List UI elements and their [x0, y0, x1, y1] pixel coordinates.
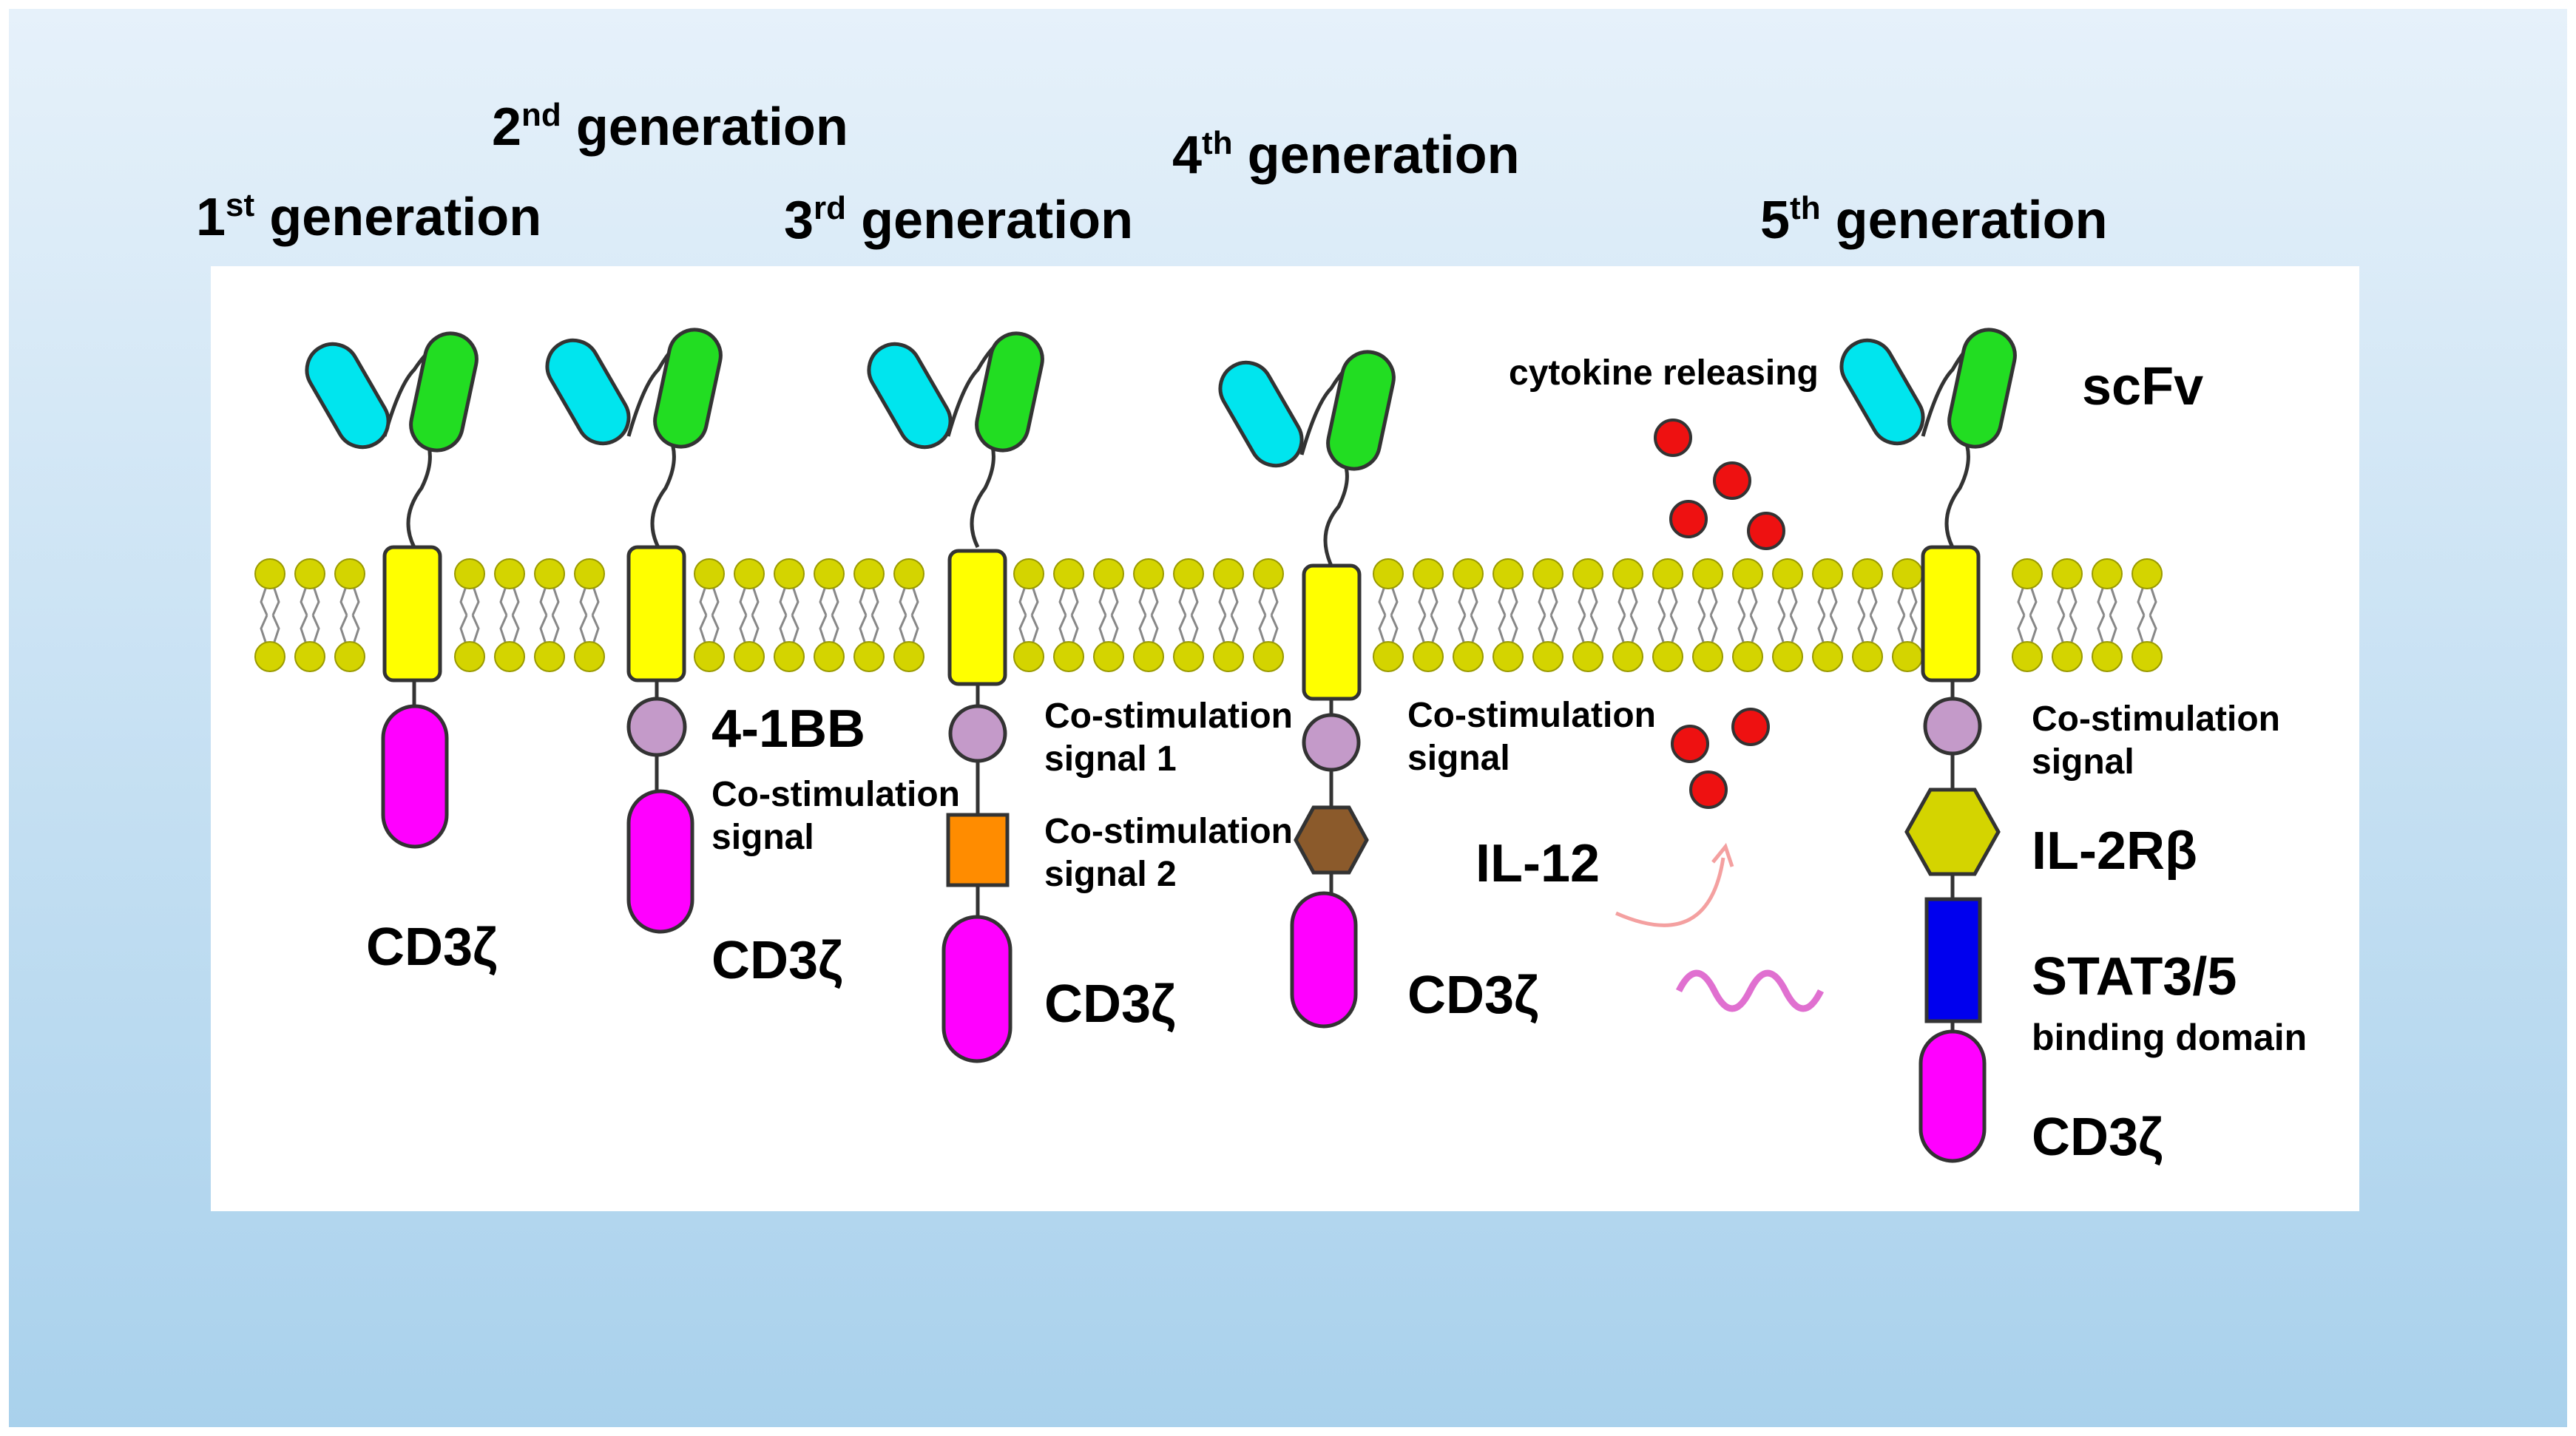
release-arrow — [1615, 857, 1725, 927]
cd3z-domain — [942, 915, 1013, 1063]
transmembrane-domain — [1921, 545, 1981, 683]
gen4-costim-label-1: Co-stimulation — [1407, 696, 1656, 735]
vh-domain — [1947, 328, 2017, 449]
release-arrowhead — [1711, 842, 1734, 867]
vl-domain — [1218, 360, 1304, 468]
costim-domain-1 — [948, 704, 1007, 763]
transmembrane-domain — [1302, 563, 1362, 701]
gen1-cd3z-label: CD3ζ — [366, 918, 497, 977]
stat-binding-domain — [1924, 897, 1982, 1023]
vl-domain — [305, 342, 391, 450]
stat-label-2: binding domain — [2032, 1017, 2307, 1058]
cytokine-dot — [1731, 708, 1770, 746]
gen3-sig1-label-2: signal 1 — [1044, 739, 1177, 779]
il2rb-domain-hexagon — [1904, 788, 2001, 876]
cd3z-domain — [1290, 891, 1358, 1029]
gen3-cd3z-label: CD3ζ — [1044, 975, 1175, 1034]
gen3-title: 3rd generation — [784, 190, 1133, 250]
gen5-cd3z-label: CD3ζ — [2032, 1108, 2163, 1167]
transmembrane-domain — [947, 549, 1007, 686]
transmembrane-domain — [382, 545, 442, 683]
vh-domain — [1326, 350, 1396, 471]
il12-domain-hexagon — [1294, 805, 1369, 875]
gen4-cd3z-label: CD3ζ — [1407, 966, 1538, 1025]
gen4-car: Co-stimulation signal IL-12 CD3ζ — [1218, 350, 1656, 1029]
gen5-costim-label-1: Co-stimulation — [2032, 700, 2280, 739]
cd3z-domain — [626, 789, 694, 934]
il2rb-label: IL-2Rβ — [2032, 822, 2197, 881]
cytokine-dot — [1669, 500, 1708, 538]
cytokine-dot — [1713, 461, 1751, 500]
cytokine-release: cytokine releasing — [1509, 353, 1825, 1012]
cytokine-dot — [1654, 419, 1692, 457]
gen1-car: CD3ζ — [305, 331, 497, 977]
costim-domain-2 — [946, 813, 1010, 887]
vh-domain — [975, 331, 1044, 453]
gen3-sig1-label-1: Co-stimulation — [1044, 697, 1293, 736]
costim-domain — [1302, 713, 1361, 772]
cd3z-domain — [381, 704, 449, 849]
il12-mrna-wave — [1675, 969, 1825, 1012]
vl-domain — [1839, 338, 1925, 446]
gen5-costim-label-2: signal — [2032, 742, 2134, 782]
il12-label: IL-12 — [1475, 834, 1600, 893]
gen5-title: 5th generation — [1760, 190, 2108, 250]
cytokine-dot — [1747, 512, 1785, 550]
gen2-costim-label-2: signal — [711, 818, 814, 857]
vh-domain — [653, 328, 723, 449]
gen4-title: 4th generation — [1172, 125, 1520, 185]
cytokine-releasing-label: cytokine releasing — [1509, 353, 1819, 393]
cytokine-dot — [1689, 771, 1728, 809]
costim-domain-4-1bb — [626, 697, 687, 757]
gen3-sig2-label-1: Co-stimulation — [1044, 812, 1293, 851]
gen2-title: 2nd generation — [492, 97, 848, 157]
cytokine-dot — [1671, 725, 1709, 763]
vl-domain — [545, 338, 631, 446]
vl-domain — [867, 342, 953, 450]
cd3z-domain — [1919, 1029, 1987, 1163]
gen1-title: 1st generation — [196, 187, 541, 247]
stat-label-1: STAT3/5 — [2032, 947, 2237, 1006]
gen2-car: 4-1BB Co-stimulation signal CD3ζ — [545, 328, 960, 990]
gen2-cd3z-label: CD3ζ — [711, 931, 842, 990]
gen3-car: Co-stimulation signal 1 Co-stimulation s… — [867, 331, 1293, 1063]
transmembrane-domain — [626, 545, 686, 683]
gen2-costim-label-1: Co-stimulation — [711, 775, 960, 814]
gen2-4-1bb-label: 4-1BB — [711, 700, 865, 759]
gen4-costim-label-2: signal — [1407, 739, 1510, 778]
costim-domain — [1923, 697, 1982, 756]
gen3-sig2-label-2: signal 2 — [1044, 855, 1177, 894]
scfv-label: scFv — [2082, 357, 2203, 416]
vh-domain — [409, 331, 479, 453]
gen5-car: scFv Co-stimulation signal IL-2Rβ STAT3/… — [1839, 328, 2307, 1167]
